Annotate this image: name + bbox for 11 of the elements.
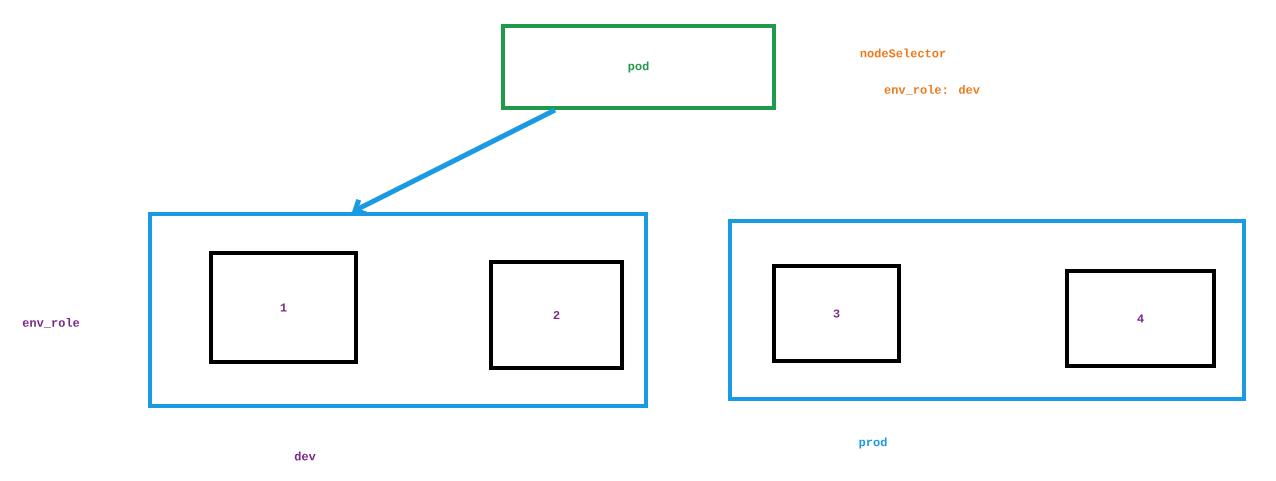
node-label: dev	[294, 451, 316, 461]
node-label: prod	[859, 437, 887, 449]
label: env_role: dev	[884, 85, 980, 95]
node-box: 3	[772, 264, 901, 363]
node-box: 1	[209, 251, 358, 364]
label: nodeSelector	[860, 48, 946, 58]
label: env_role	[22, 318, 80, 328]
node-box: 4	[1065, 269, 1216, 368]
arrow	[352, 107, 557, 217]
node-box: 2	[489, 260, 624, 370]
node-box: pod	[501, 24, 776, 110]
